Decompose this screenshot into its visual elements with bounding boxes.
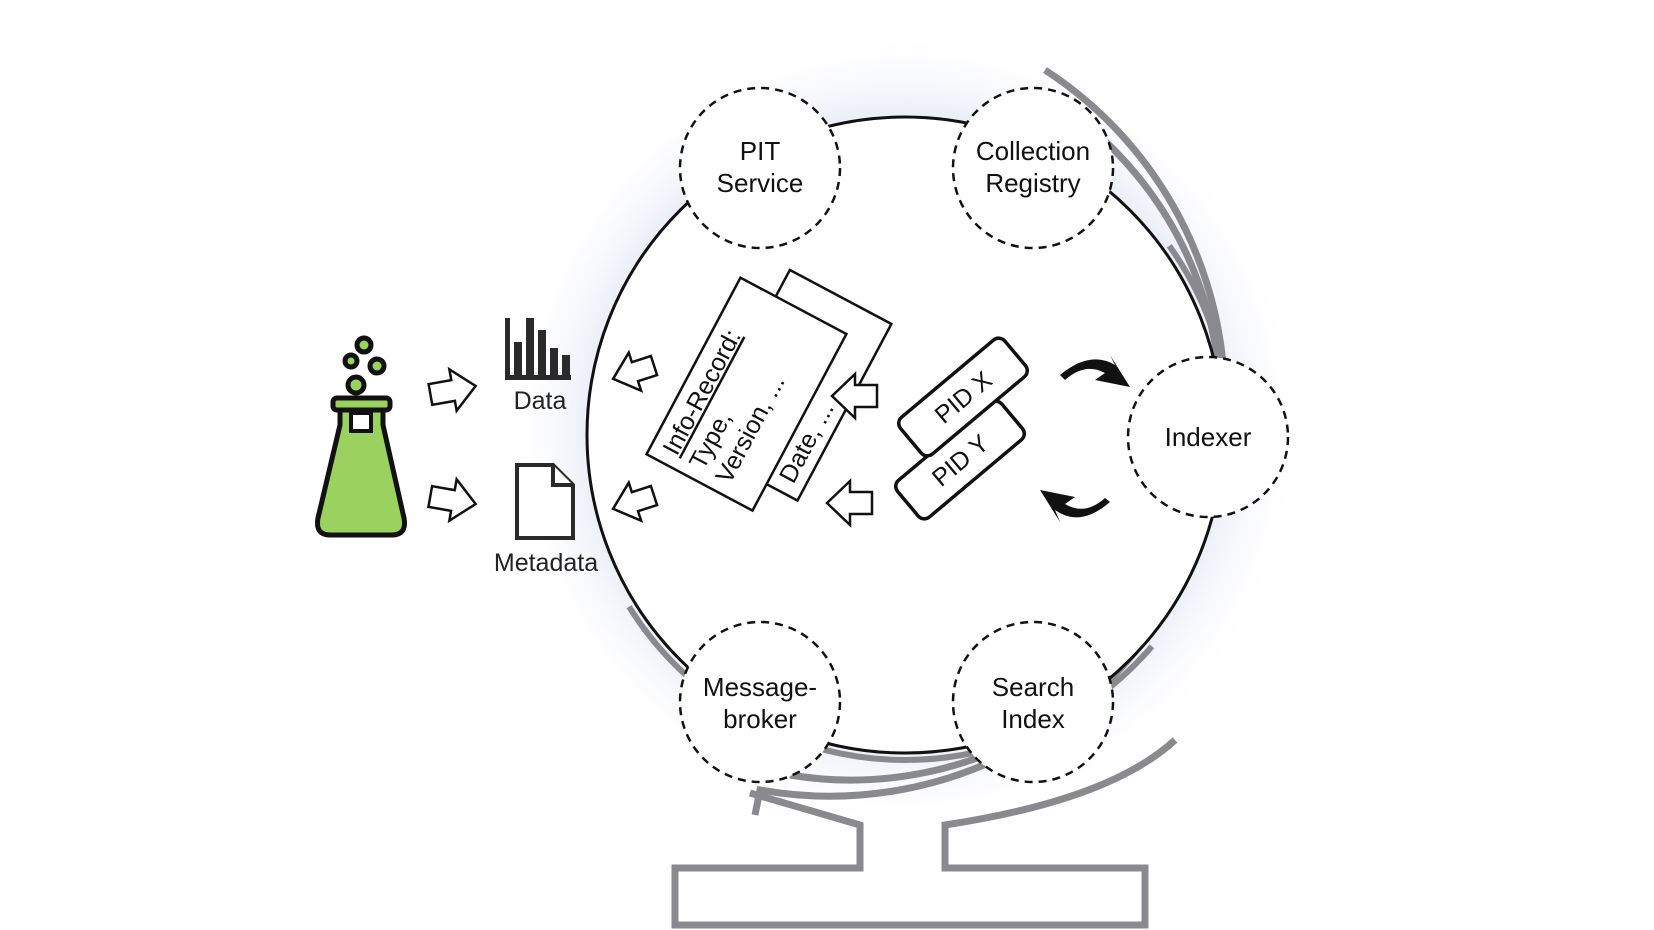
hollow-arrow-icon [611, 479, 659, 523]
bar-chart-icon [505, 318, 571, 380]
hollow-arrow-icon [426, 476, 478, 524]
globe-stand [671, 737, 1178, 929]
search-index-node: Search Index [951, 620, 1115, 784]
search-index-label-1: Search [992, 672, 1074, 702]
info-record-cards: Info-Record: Type, Version, ... Date, ..… [644, 268, 894, 513]
pit-service-label-1: PIT [740, 136, 781, 166]
message-broker-node: Message- broker [678, 620, 842, 784]
info-record-front-card: Info-Record: Type, Version, ... [644, 275, 849, 513]
collection-registry-label-1: Collection [976, 136, 1090, 166]
indexer-node: Indexer [1126, 355, 1290, 519]
hollow-arrow-icon [830, 371, 879, 421]
curved-arrow-icon [1040, 490, 1110, 522]
pit-service-node: PIT Service [678, 86, 842, 250]
pit-service-label-2: Service [717, 168, 804, 198]
hollow-arrow-icon [825, 478, 874, 528]
lab-flask-icon [315, 335, 407, 538]
message-broker-label-2: broker [723, 704, 797, 734]
indexer-label: Indexer [1165, 422, 1252, 452]
hollow-arrow-icon [611, 349, 659, 393]
data-label: Data [514, 387, 567, 415]
search-index-label-2: Index [1001, 704, 1065, 734]
hollow-arrow-icon [427, 366, 478, 414]
message-broker-label-1: Message- [703, 672, 817, 702]
collection-registry-label-2: Registry [985, 168, 1080, 198]
collection-registry-node: Collection Registry [951, 86, 1115, 250]
curved-arrow-icon [1060, 355, 1130, 387]
metadata-label: Metadata [494, 549, 598, 577]
document-icon [515, 463, 575, 540]
